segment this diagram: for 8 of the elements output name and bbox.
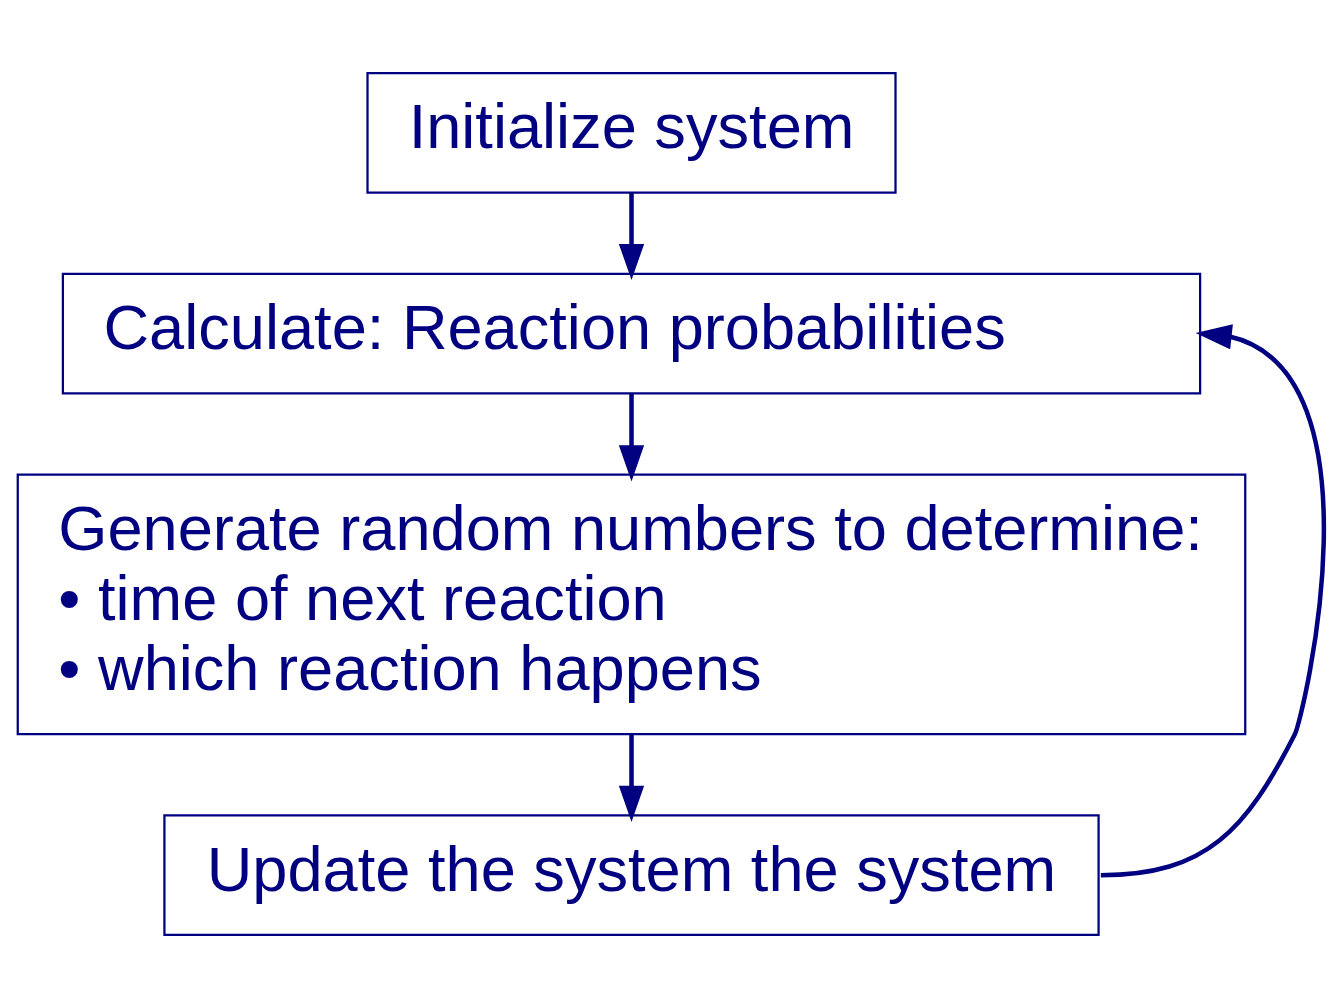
node-box: Initialize system (366, 71, 897, 194)
node-box: Generate random numbers to determine: • time of next reaction • which reaction happens (16, 473, 1247, 735)
arrow (618, 733, 645, 822)
arrow (1100, 323, 1326, 877)
node-box: Update the system the system (163, 813, 1100, 936)
arrow (618, 192, 645, 280)
node-box: Calculate: Reaction probabilities (61, 272, 1202, 395)
arrow (618, 393, 645, 481)
